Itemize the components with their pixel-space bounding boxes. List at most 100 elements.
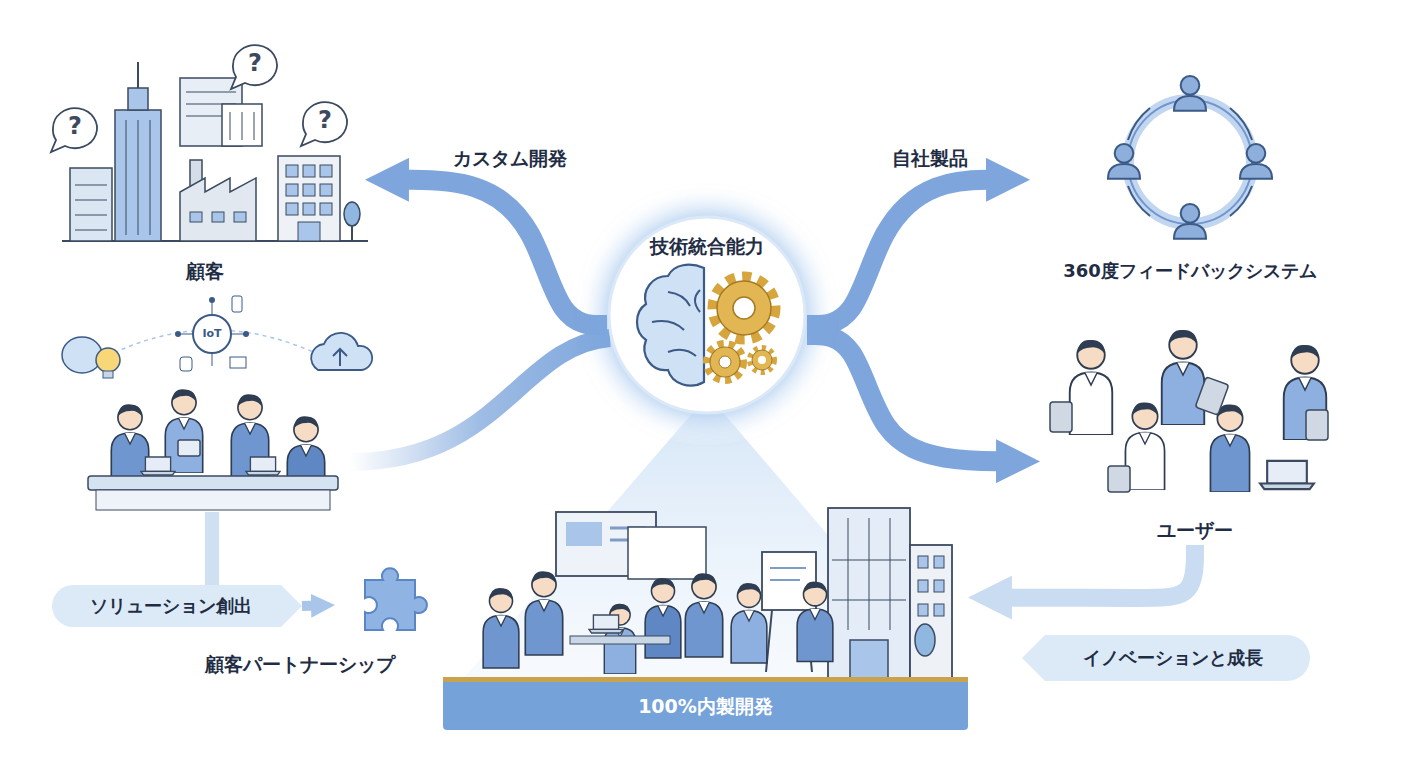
partnership-puzzle-shape	[335, 565, 445, 645]
team-meeting-part	[96, 348, 120, 372]
customer-buildings-part	[230, 112, 231, 140]
node-label: 360度フィードバックシステム	[1030, 258, 1350, 284]
customer-buildings-part	[186, 92, 236, 93]
feedback-system: 360度フィードバックシステム	[1030, 70, 1350, 285]
flow-arrow	[398, 180, 607, 325]
team-meeting-part	[178, 440, 200, 456]
solution-tag: ソリューション創出	[52, 585, 302, 627]
team-meeting-part	[212, 302, 213, 315]
innovation-tag: イノベーションと成長	[1022, 635, 1310, 681]
customer-buildings-part	[70, 168, 112, 241]
inhouse-team-part	[934, 580, 944, 592]
feedback-cycle-icon-part	[1230, 108, 1252, 140]
team-meeting-part	[141, 457, 175, 475]
node-label: 100%内製開発	[443, 682, 968, 730]
flow-lines	[212, 338, 610, 586]
feedback-cycle-icon-part	[1174, 76, 1206, 111]
customer-buildings-part	[303, 203, 315, 215]
inhouse-team-part	[628, 527, 706, 579]
customer-buildings-part	[137, 62, 139, 88]
inhouse-band: 100%内製開発	[443, 480, 968, 730]
brain-gears-icon	[637, 265, 775, 386]
inhouse-team-part	[770, 579, 800, 581]
feedback-cycle-icon-part	[1108, 144, 1140, 179]
flow-arrow	[807, 180, 997, 325]
brain-gears-icon-part	[733, 297, 755, 319]
brain-gears-icon-part	[652, 290, 700, 356]
team-meeting	[62, 296, 372, 510]
team-meeting-part	[311, 333, 372, 370]
light-cone	[462, 183, 952, 680]
customer-buildings-part	[115, 110, 161, 241]
customer-buildings-part	[298, 222, 320, 241]
light-cone-part	[575, 183, 839, 447]
customer-buildings-part	[180, 178, 256, 241]
brain-gears-icon-part	[719, 356, 731, 368]
team-meeting-part	[103, 371, 113, 378]
team-meeting-part	[62, 337, 102, 373]
core-capability-circle: 技術統合能力	[607, 215, 807, 415]
brain-gears-icon-part	[750, 348, 774, 372]
team-meeting-part	[246, 457, 280, 475]
feedback-cycle-icon	[1108, 76, 1272, 239]
inhouse-team-part	[850, 640, 888, 678]
customer-buildings-part	[303, 184, 315, 196]
customer-buildings-part	[320, 203, 332, 215]
customer-buildings-part	[128, 88, 148, 110]
brain-gears-icon-part	[717, 281, 771, 335]
users-group-part	[1162, 330, 1205, 425]
customer-buildings-part	[75, 230, 107, 231]
team-meeting-part	[180, 334, 193, 335]
inhouse-team-part	[645, 578, 681, 658]
inhouse-team-part	[770, 567, 806, 569]
feedback-cycle-icon-part	[1230, 186, 1252, 216]
iot-label: IoT	[182, 327, 242, 341]
question-mark: ?	[225, 48, 285, 79]
inhouse-team-part	[848, 518, 849, 630]
node-label: 顧客	[45, 258, 365, 284]
brain-gears-icon-part	[758, 356, 766, 364]
brain-gears-icon-part	[752, 350, 772, 370]
node-label: ソリューション創出	[52, 585, 290, 627]
inhouse-team-part	[918, 580, 928, 592]
feedback-cycle-icon-part	[1128, 108, 1150, 140]
customer-buildings-part	[286, 165, 298, 177]
team-meeting-part	[231, 334, 244, 335]
customer-buildings-part	[286, 203, 298, 215]
customer-buildings-part	[234, 212, 246, 222]
node-label: 顧客パートナーシップ	[180, 651, 420, 677]
flow-arrow	[1001, 545, 1195, 598]
customer-buildings-part	[190, 212, 202, 222]
team-meeting-part	[212, 353, 213, 366]
inhouse-team-part	[685, 573, 722, 657]
team-meeting-part	[232, 296, 242, 312]
inhouse-team-part	[934, 556, 944, 568]
team-meeting-part	[230, 357, 246, 368]
flow-lines-part	[205, 512, 219, 586]
customer-buildings-part	[212, 212, 224, 222]
users-group	[1050, 330, 1328, 492]
users-group-part	[1108, 466, 1130, 492]
pill-shape	[52, 585, 302, 627]
customer-buildings-part	[150, 120, 151, 235]
inhouse-team	[483, 508, 952, 678]
brain-gears-icon-part	[710, 347, 740, 377]
customer-group: 顧客	[45, 15, 365, 285]
customer-buildings-part	[320, 165, 332, 177]
feedback-cycle-icon-part	[1128, 186, 1150, 216]
puzzle-piece	[365, 568, 427, 630]
flow-arrow	[302, 600, 320, 611]
inhouse-team-part	[918, 604, 928, 616]
customer-buildings-part	[278, 156, 340, 241]
users-group-part	[1306, 410, 1328, 440]
customer-buildings-part	[75, 200, 107, 201]
inhouse-team-part	[915, 624, 935, 656]
customer-buildings-part	[254, 112, 255, 140]
users-group-part	[1210, 405, 1249, 492]
team-meeting-part	[180, 357, 192, 371]
customer-buildings-part	[222, 104, 262, 146]
partnership-puzzle: 顧客パートナーシップ	[335, 565, 445, 645]
node-label: 技術統合能力	[607, 233, 807, 259]
